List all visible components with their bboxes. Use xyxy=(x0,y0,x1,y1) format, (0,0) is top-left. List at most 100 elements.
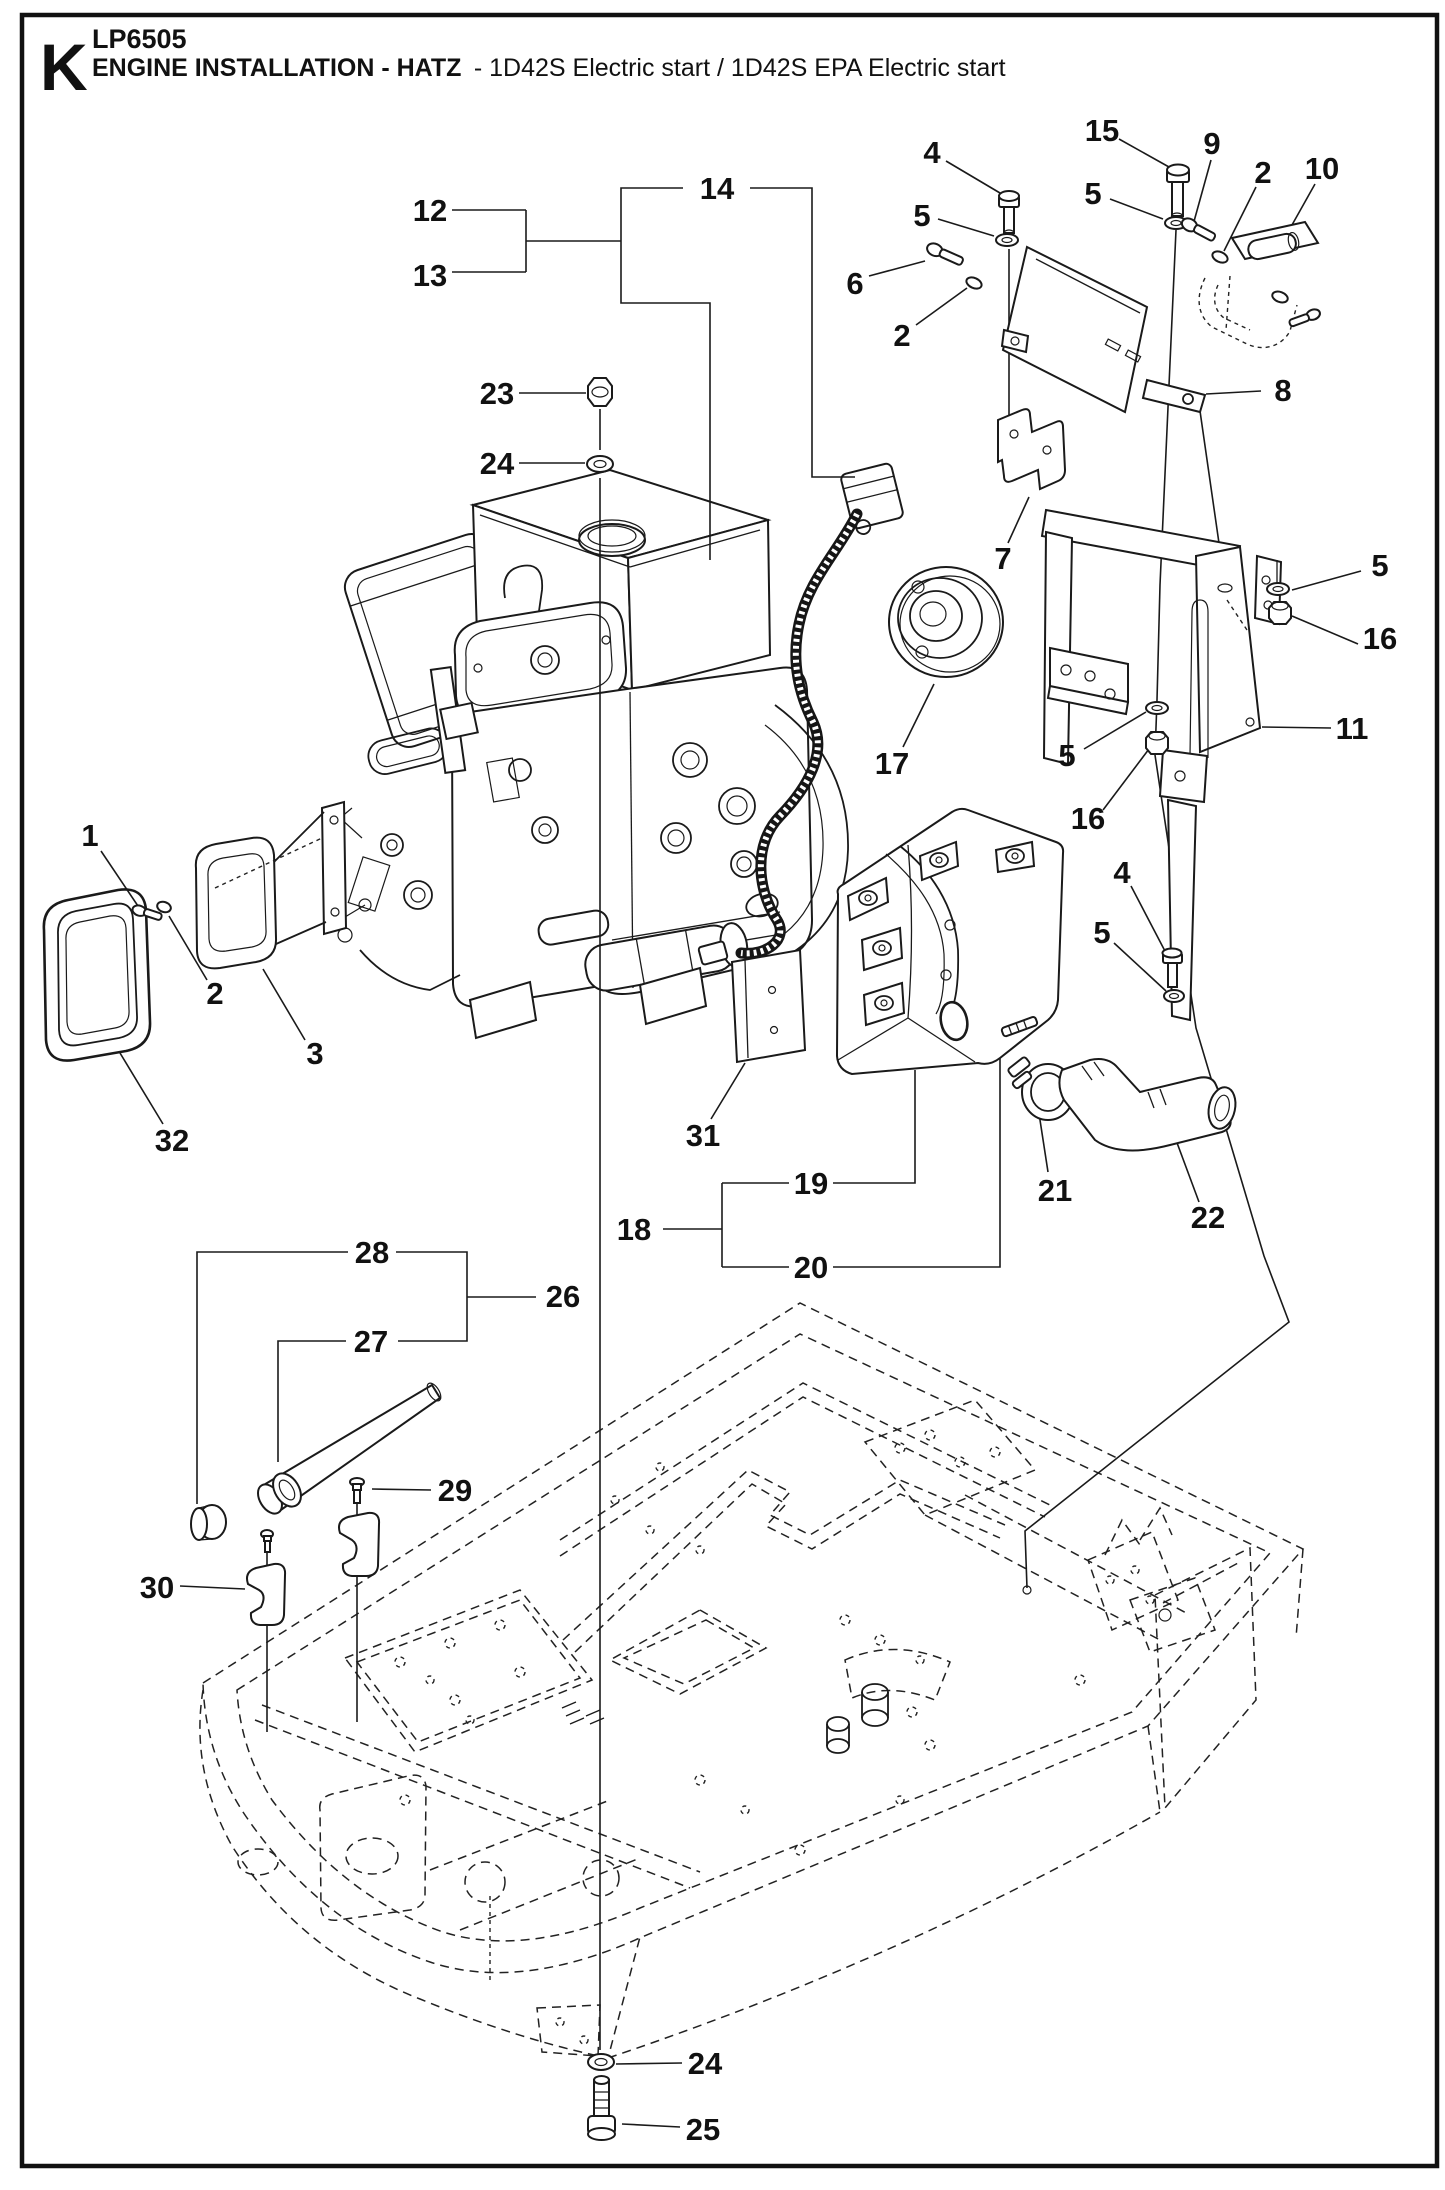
callout-label: 3 xyxy=(306,1036,323,1071)
phantom-mount xyxy=(1198,275,1321,349)
callout-label: 17 xyxy=(875,746,909,781)
screw-9 xyxy=(1180,217,1217,242)
callout-label: 4 xyxy=(1113,855,1131,890)
washer-5-lower xyxy=(1163,989,1185,1003)
screw-6 xyxy=(926,242,964,266)
page-title: ENGINE INSTALLATION - HATZ - 1D42S Elect… xyxy=(92,54,1006,82)
engine-mount-bracket-11 xyxy=(1040,508,1283,1022)
section-letter: K xyxy=(40,30,88,104)
callout-label: 26 xyxy=(546,1279,580,1314)
callout-label: 4 xyxy=(923,135,941,170)
callout-label: 14 xyxy=(700,171,735,206)
clip-29 xyxy=(338,1511,381,1577)
bracket-26-27-28 xyxy=(196,1251,536,1504)
callout-label: 16 xyxy=(1071,801,1105,836)
washer-2b xyxy=(1211,250,1229,264)
callout-label: 21 xyxy=(1038,1173,1072,1208)
callout-label: 20 xyxy=(794,1250,828,1285)
callout-label: 5 xyxy=(1371,548,1388,583)
washer-5a xyxy=(995,233,1019,247)
callout-label: 12 xyxy=(413,193,447,228)
wiring-harness xyxy=(697,508,863,966)
callout-label: 9 xyxy=(1203,126,1220,161)
callout-label: 18 xyxy=(617,1212,651,1247)
bolt-15 xyxy=(1166,163,1190,220)
bracket-12-13 xyxy=(452,209,621,273)
carburetor-detail xyxy=(337,807,461,991)
engine-assembly xyxy=(320,468,849,1040)
bracket-7-clip xyxy=(997,408,1067,491)
duct-plate xyxy=(320,800,348,936)
callout-label: 28 xyxy=(355,1235,389,1270)
callout-label: 29 xyxy=(438,1473,472,1508)
callout-label: 1 xyxy=(81,818,98,853)
washer-24-bottom xyxy=(587,2053,615,2071)
washer-2a xyxy=(965,276,983,290)
washer-2c xyxy=(156,900,172,914)
callout-label: 16 xyxy=(1363,621,1397,656)
callout-label: 25 xyxy=(686,2112,720,2147)
callout-label: 13 xyxy=(413,258,447,293)
screw-29 xyxy=(349,1477,365,1504)
heat-shield-31 xyxy=(730,948,807,1064)
screw-30 xyxy=(260,1529,274,1553)
pulley xyxy=(888,566,1004,678)
callout-label: 15 xyxy=(1085,113,1119,148)
spacer-10 xyxy=(1230,220,1320,261)
engine-foot xyxy=(638,966,708,1026)
pipe-27 xyxy=(257,1382,442,1515)
blower-housing xyxy=(745,704,849,961)
washer-24-top xyxy=(586,455,614,473)
callout-label: 22 xyxy=(1191,1200,1225,1235)
fuel-cap xyxy=(578,523,646,557)
bracket-8-plate xyxy=(1000,245,1207,414)
exhaust-pipe xyxy=(1058,1058,1237,1152)
callout-label: 10 xyxy=(1305,151,1339,186)
hardware xyxy=(131,163,1321,2141)
screw-1 xyxy=(131,904,163,921)
callout-label: 24 xyxy=(688,2046,723,2081)
callout-label: 5 xyxy=(1058,738,1075,773)
callout-label: 23 xyxy=(480,376,514,411)
callout-labels: 1 2 3 32 12 13 14 23 24 6 2 4 5 5 15 9 2… xyxy=(81,113,1397,2147)
callout-label: 2 xyxy=(1254,155,1271,190)
bolt-4-top xyxy=(998,190,1020,237)
plug-28 xyxy=(190,1504,227,1541)
bracket-14 xyxy=(620,187,855,560)
engine-foot xyxy=(468,980,538,1040)
callout-label: 30 xyxy=(140,1570,174,1605)
model-number: LP6505 xyxy=(92,24,187,54)
clip-30 xyxy=(246,1562,287,1626)
bolt-25 xyxy=(587,2075,616,2141)
nut-23 xyxy=(587,377,613,407)
callout-label: 8 xyxy=(1274,373,1291,408)
callout-label: 2 xyxy=(206,976,223,1011)
callout-label: 27 xyxy=(354,1324,388,1359)
callout-label: 7 xyxy=(994,541,1011,576)
muffler-clip xyxy=(846,840,1036,1027)
callout-label: 5 xyxy=(1093,915,1110,950)
solenoid xyxy=(439,701,479,741)
muffler xyxy=(835,807,1065,1076)
callout-label: 2 xyxy=(893,318,910,353)
intake-duct xyxy=(194,811,327,970)
callout-label: 31 xyxy=(686,1118,720,1153)
muffler-outlet xyxy=(939,1000,969,1042)
nut-16-left xyxy=(1145,731,1169,755)
callout-label: 32 xyxy=(155,1123,189,1158)
leader-lines xyxy=(100,138,1362,2128)
exhaust-stud xyxy=(1000,1016,1039,1038)
lifting-eye xyxy=(503,564,544,619)
nut-16-right xyxy=(1268,601,1292,625)
washer-5-left xyxy=(1145,701,1169,715)
line-bolt-15-to-chassis xyxy=(1024,229,1290,1589)
header: K LP6505 ENGINE INSTALLATION - HATZ - 1D… xyxy=(40,24,1006,104)
callout-label: 5 xyxy=(913,198,930,233)
callout-label: 11 xyxy=(1336,711,1369,746)
washer-5-right xyxy=(1266,582,1290,596)
bolt-4-lower xyxy=(1161,947,1183,988)
harness-connector xyxy=(697,940,729,966)
callout-label: 24 xyxy=(480,446,515,481)
